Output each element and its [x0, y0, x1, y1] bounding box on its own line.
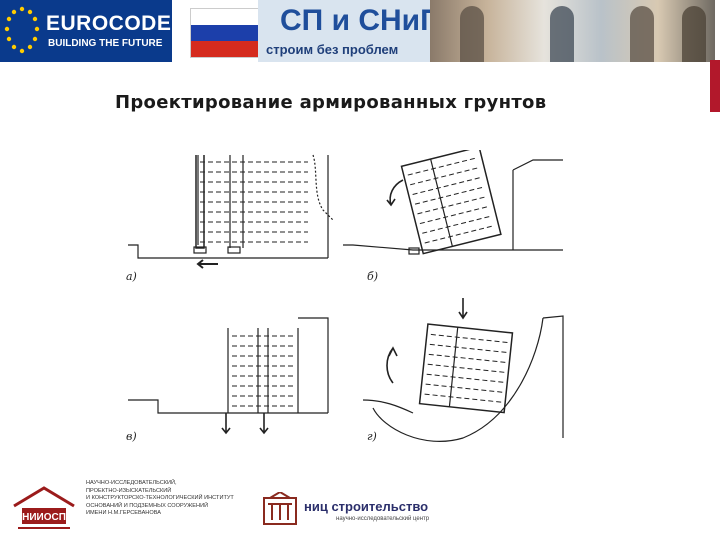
ground-line: [128, 244, 328, 259]
rotation-arrow: [386, 346, 398, 384]
slope-edge: [512, 159, 563, 250]
ground-line: [362, 399, 414, 414]
russian-flag-icon: [190, 8, 260, 58]
reinforced-soil-figure: а) б) в): [126, 150, 564, 443]
ground-line: [128, 399, 328, 414]
rotated-wall: [418, 323, 514, 414]
panel-b: б): [343, 150, 563, 283]
tilted-wall: [400, 150, 502, 255]
backfill-hatching: [312, 154, 334, 221]
flag-stripe-white: [191, 9, 259, 25]
svg-text:НИИОСП: НИИОСП: [22, 512, 66, 523]
flag-stripe-blue: [191, 25, 259, 41]
wall-edges: [197, 155, 329, 258]
slip-surface: [372, 317, 544, 442]
reinforcement-strips: [200, 161, 308, 243]
eu-stars-icon: [4, 6, 40, 54]
nic-logo-icon: [263, 492, 297, 525]
wall-edges: [227, 328, 299, 413]
facing-panel: [195, 155, 205, 249]
panel-label-d: г): [367, 430, 377, 443]
niiosp-description: НАУЧНО-ИССЛЕДОВАТЕЛЬСКИЙ, ПРОЕКТНО-ИЗЫСК…: [86, 480, 234, 517]
person-silhouette: [630, 6, 654, 62]
brand-block[interactable]: СП и СНиП строим без проблем: [258, 0, 458, 62]
ground-line: [343, 244, 563, 251]
brand-title: СП и СНиП: [280, 4, 442, 37]
eurocodes-title: EUROCODES: [46, 12, 186, 35]
displacement-arrow: [196, 259, 218, 269]
nic-name: ниц строительство: [304, 499, 429, 514]
panel-d: г): [362, 298, 564, 443]
footing: [193, 246, 207, 254]
strip-separator: [257, 328, 269, 413]
slope-edge: [298, 317, 329, 413]
panel-c: в): [126, 317, 329, 443]
niiosp-logo-icon: НИИОСП: [13, 486, 75, 529]
person-silhouette: [682, 6, 706, 62]
load-arrow: [458, 298, 468, 320]
strip-separator: [229, 155, 244, 248]
slope-edge: [542, 315, 564, 438]
eurocodes-logo[interactable]: EUROCODES BUILDING THE FUTURE: [0, 0, 185, 62]
person-silhouette: [460, 6, 484, 62]
rotation-arrow: [386, 179, 404, 207]
reinforcement-strips: [232, 335, 294, 407]
eurocodes-subtitle: BUILDING THE FUTURE: [48, 38, 163, 49]
footing: [227, 246, 241, 254]
header-photo: [430, 0, 715, 62]
nic-subtitle: научно-исследовательский центр: [336, 516, 430, 522]
flag-stripe-red: [191, 41, 259, 57]
brand-subtitle: строим без проблем: [266, 42, 399, 57]
panel-label-a: а): [126, 270, 137, 283]
header-banner: EUROCODES BUILDING THE FUTURE СП и СНиП …: [0, 0, 720, 62]
settlement-arrow: [259, 413, 269, 435]
accent-bar: [710, 60, 720, 112]
panel-a: а): [126, 154, 334, 283]
panel-label-b: б): [367, 270, 378, 283]
footing: [408, 247, 420, 255]
panel-label-c: в): [126, 430, 137, 443]
settlement-arrow: [221, 413, 231, 435]
person-silhouette: [550, 6, 574, 62]
slide-title: Проектирование армированных грунтов: [115, 92, 547, 113]
